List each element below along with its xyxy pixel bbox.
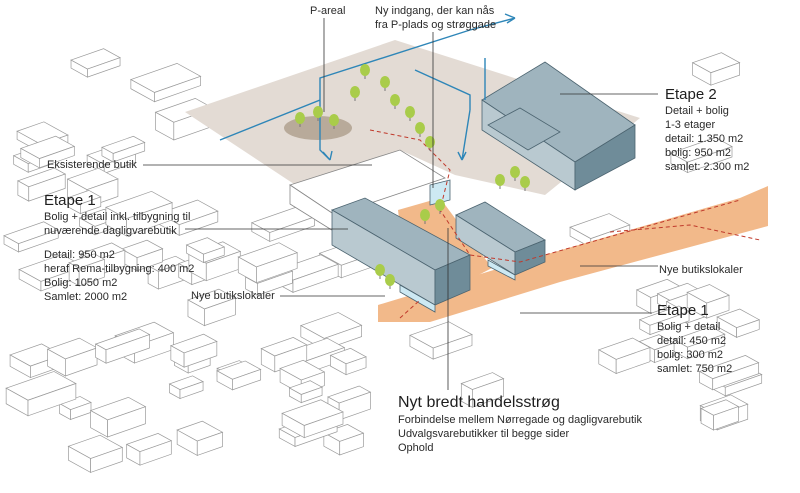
house xyxy=(672,326,726,360)
house xyxy=(216,360,262,391)
house xyxy=(700,399,740,431)
house xyxy=(168,375,204,400)
house xyxy=(3,221,60,253)
etape1-left-stat-bolig: Bolig: 1050 m2 xyxy=(44,277,118,289)
tree xyxy=(360,64,370,79)
house xyxy=(281,399,344,439)
etape2-line-3: detail: 1.350 m2 xyxy=(665,133,744,145)
house xyxy=(237,242,299,284)
house xyxy=(68,253,106,287)
house xyxy=(120,239,164,272)
etape1-right-title: Etape 1 xyxy=(657,302,709,319)
house xyxy=(670,137,733,174)
trade-street-line-1: Forbindelse mellem Nørregade og dagligva… xyxy=(398,414,642,426)
new-entrance-line-1: Ny indgang, der kan nås xyxy=(375,5,495,17)
etape2-building xyxy=(481,61,636,191)
etape2-line-2: 1-3 etager xyxy=(665,119,716,131)
new-entrance-label: Ny indgang, der kan nås fra P-plads og s… xyxy=(375,4,496,32)
tree xyxy=(313,106,323,121)
etape1-left-desc-2: nuværende dagligvarebutik xyxy=(44,225,177,237)
house xyxy=(638,305,690,336)
house xyxy=(597,337,651,375)
existing-store-label: Eksisterende butik xyxy=(47,159,137,171)
house xyxy=(329,347,367,376)
etape1-left-stat-rema: heraf Rema-tilbygning: 400 m2 xyxy=(44,263,195,275)
house xyxy=(409,321,473,360)
etape1-left-building xyxy=(331,179,471,313)
house xyxy=(460,372,505,408)
house xyxy=(187,288,237,327)
house xyxy=(101,135,146,163)
house xyxy=(105,190,173,237)
etape2-line-4: bolig: 950 m2 xyxy=(665,147,732,159)
etape1-left-block: Etape 1 Bolig + detail inkl. tilbygning … xyxy=(44,192,194,304)
house xyxy=(130,62,202,103)
house xyxy=(698,355,760,391)
tree xyxy=(520,176,530,191)
tree xyxy=(420,209,430,224)
leader-lines xyxy=(143,18,658,390)
house xyxy=(89,396,147,438)
etape2-line-1: Detail + bolig xyxy=(665,105,729,117)
tree xyxy=(415,122,425,137)
house xyxy=(67,189,102,215)
house xyxy=(19,135,76,169)
tree xyxy=(495,174,505,189)
tree xyxy=(405,106,415,121)
house xyxy=(691,52,741,86)
etape1-right-line-4: samlet: 750 m2 xyxy=(657,363,733,375)
tree xyxy=(390,94,400,109)
etape1-left-desc-1: Bolig + detail inkl. tilbygning til xyxy=(44,211,191,223)
house xyxy=(17,167,67,202)
traffic-route xyxy=(219,13,516,161)
house xyxy=(176,420,224,456)
tree xyxy=(425,136,435,151)
tree xyxy=(329,114,339,129)
house xyxy=(67,434,124,474)
new-shops-left-label: Nye butikslokaler xyxy=(191,290,275,302)
etape2-title: Etape 2 xyxy=(665,86,717,103)
etape1-right-line-3: bolig: 300 m2 xyxy=(657,349,724,361)
house xyxy=(46,337,98,377)
etape2-block: Etape 2 Detail + bolig 1-3 etager detail… xyxy=(665,86,749,174)
trade-street-line-3: Ophold xyxy=(398,442,434,454)
etape1-left-stat-total: Samlet: 2000 m2 xyxy=(44,291,128,303)
house xyxy=(5,371,77,417)
new-shops-right-label: Nye butikslokaler xyxy=(659,264,743,276)
house xyxy=(322,424,365,456)
etape1-left-title: Etape 1 xyxy=(44,192,96,209)
background-houses xyxy=(3,48,763,474)
etape1-right-line-1: Bolig + detail xyxy=(657,321,721,333)
trade-street-block: Nyt bredt handelsstrøg Forbindelse melle… xyxy=(398,393,642,455)
tree xyxy=(295,112,305,127)
etape2-line-5: samlet: 2.300 m2 xyxy=(665,161,750,173)
etape1-left-stat-detail: Detail: 950 m2 xyxy=(44,249,115,261)
house xyxy=(125,433,173,466)
trade-street-line-2: Udvalgsvarebutikker til begge sider xyxy=(398,428,570,440)
house xyxy=(70,48,121,78)
house xyxy=(170,333,218,368)
house xyxy=(288,380,323,404)
tree xyxy=(375,264,385,279)
tree xyxy=(510,166,520,181)
house xyxy=(185,237,226,264)
house xyxy=(94,328,151,364)
house xyxy=(716,308,761,338)
tree xyxy=(385,274,395,289)
etape1-right-line-2: detail: 450 m2 xyxy=(657,335,727,347)
new-entrance-line-2: fra P-plads og strøggade xyxy=(375,19,497,31)
house xyxy=(686,284,730,319)
trees xyxy=(295,64,530,289)
etape1-right-block: Etape 1 Bolig + detail detail: 450 m2 bo… xyxy=(657,302,732,376)
tree xyxy=(435,199,445,214)
house xyxy=(260,337,308,373)
tree xyxy=(380,76,390,91)
trade-street-title: Nyt bredt handelsstrøg xyxy=(398,394,560,411)
etape1-right-building xyxy=(455,201,546,281)
p-areal-label: P-areal xyxy=(310,5,346,17)
tree xyxy=(350,86,360,101)
